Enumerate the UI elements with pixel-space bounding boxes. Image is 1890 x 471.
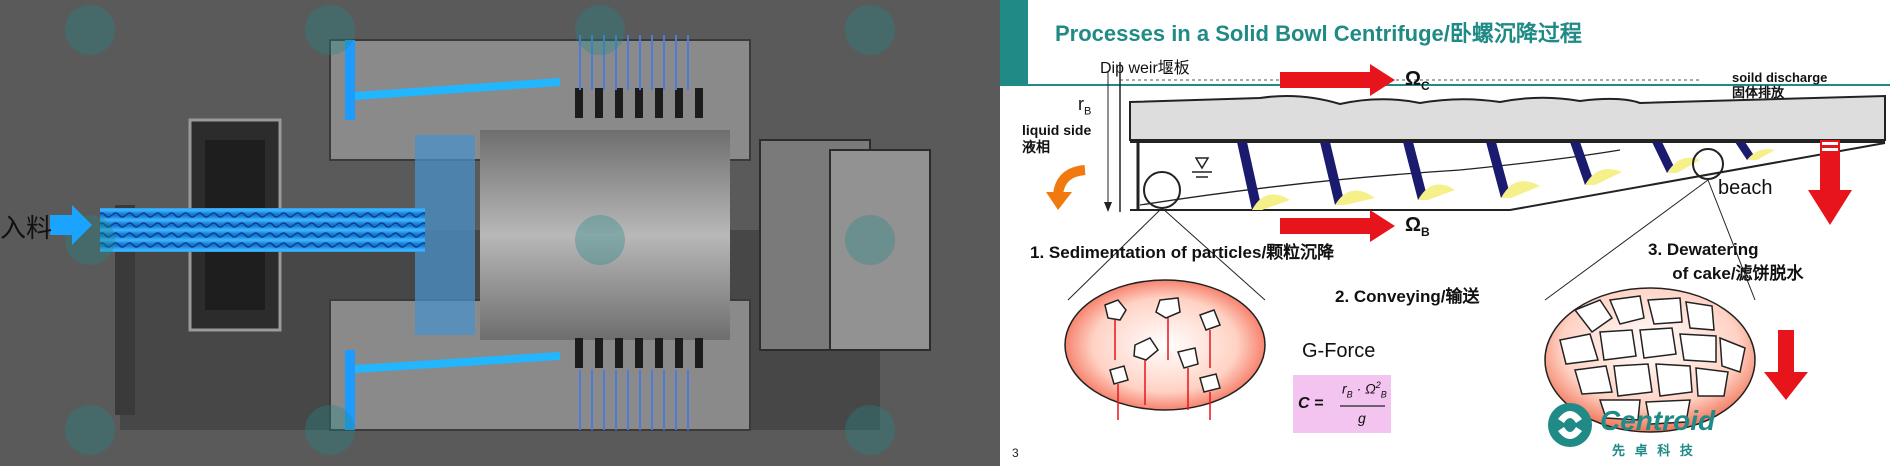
formula-c: C = bbox=[1298, 395, 1324, 412]
teal-accent-bar bbox=[1000, 0, 1028, 86]
formula-numerator: rB · Ω2B bbox=[1342, 380, 1387, 400]
feed-arrow bbox=[50, 205, 92, 245]
bowl-shell bbox=[1129, 94, 1886, 141]
omega-b-arrow bbox=[1280, 210, 1395, 242]
centrifuge-cutaway-image: 入料 bbox=[0, 0, 1000, 466]
liquid-discharge-arrow bbox=[1046, 192, 1072, 210]
solid-discharge-arrow bbox=[1808, 190, 1852, 225]
formula-box bbox=[1293, 375, 1391, 433]
omega-c-label: ΩC bbox=[1405, 68, 1430, 93]
page-number: 3 bbox=[1012, 446, 1019, 460]
cake-discharge-arrow bbox=[1764, 372, 1808, 400]
process-diagram: Processes in a Solid Bowl Centrifuge/卧螺沉… bbox=[1000, 0, 1890, 466]
centroid-logo-icon bbox=[1548, 403, 1592, 447]
title-underline bbox=[1028, 84, 1890, 86]
centrifuge-schematic bbox=[1046, 62, 1886, 447]
step1-label: 1. Sedimentation of particles/颗粒沉降 bbox=[1030, 243, 1335, 262]
beach-label: beach bbox=[1718, 177, 1773, 199]
logo-subtext: 先 卓 科 技 bbox=[1612, 443, 1696, 458]
omega-b-label: ΩB bbox=[1405, 214, 1430, 239]
rb-label: rB bbox=[1078, 94, 1092, 118]
feed-label: 入料 bbox=[0, 213, 53, 243]
formula-denominator: g bbox=[1358, 410, 1366, 426]
dip-weir-label: Dip weir堰板 bbox=[1100, 60, 1190, 77]
omega-c-arrow bbox=[1280, 64, 1395, 96]
screw-flights bbox=[1237, 142, 1775, 210]
slide-title: Processes in a Solid Bowl Centrifuge/卧螺沉… bbox=[1055, 21, 1582, 46]
gforce-label: G-Force bbox=[1302, 340, 1376, 362]
logo-text: Centroid bbox=[1600, 405, 1716, 436]
centrifuge-cutaway-drawing bbox=[50, 5, 931, 455]
step2-label: 2. Conveying/输送 bbox=[1335, 287, 1480, 306]
